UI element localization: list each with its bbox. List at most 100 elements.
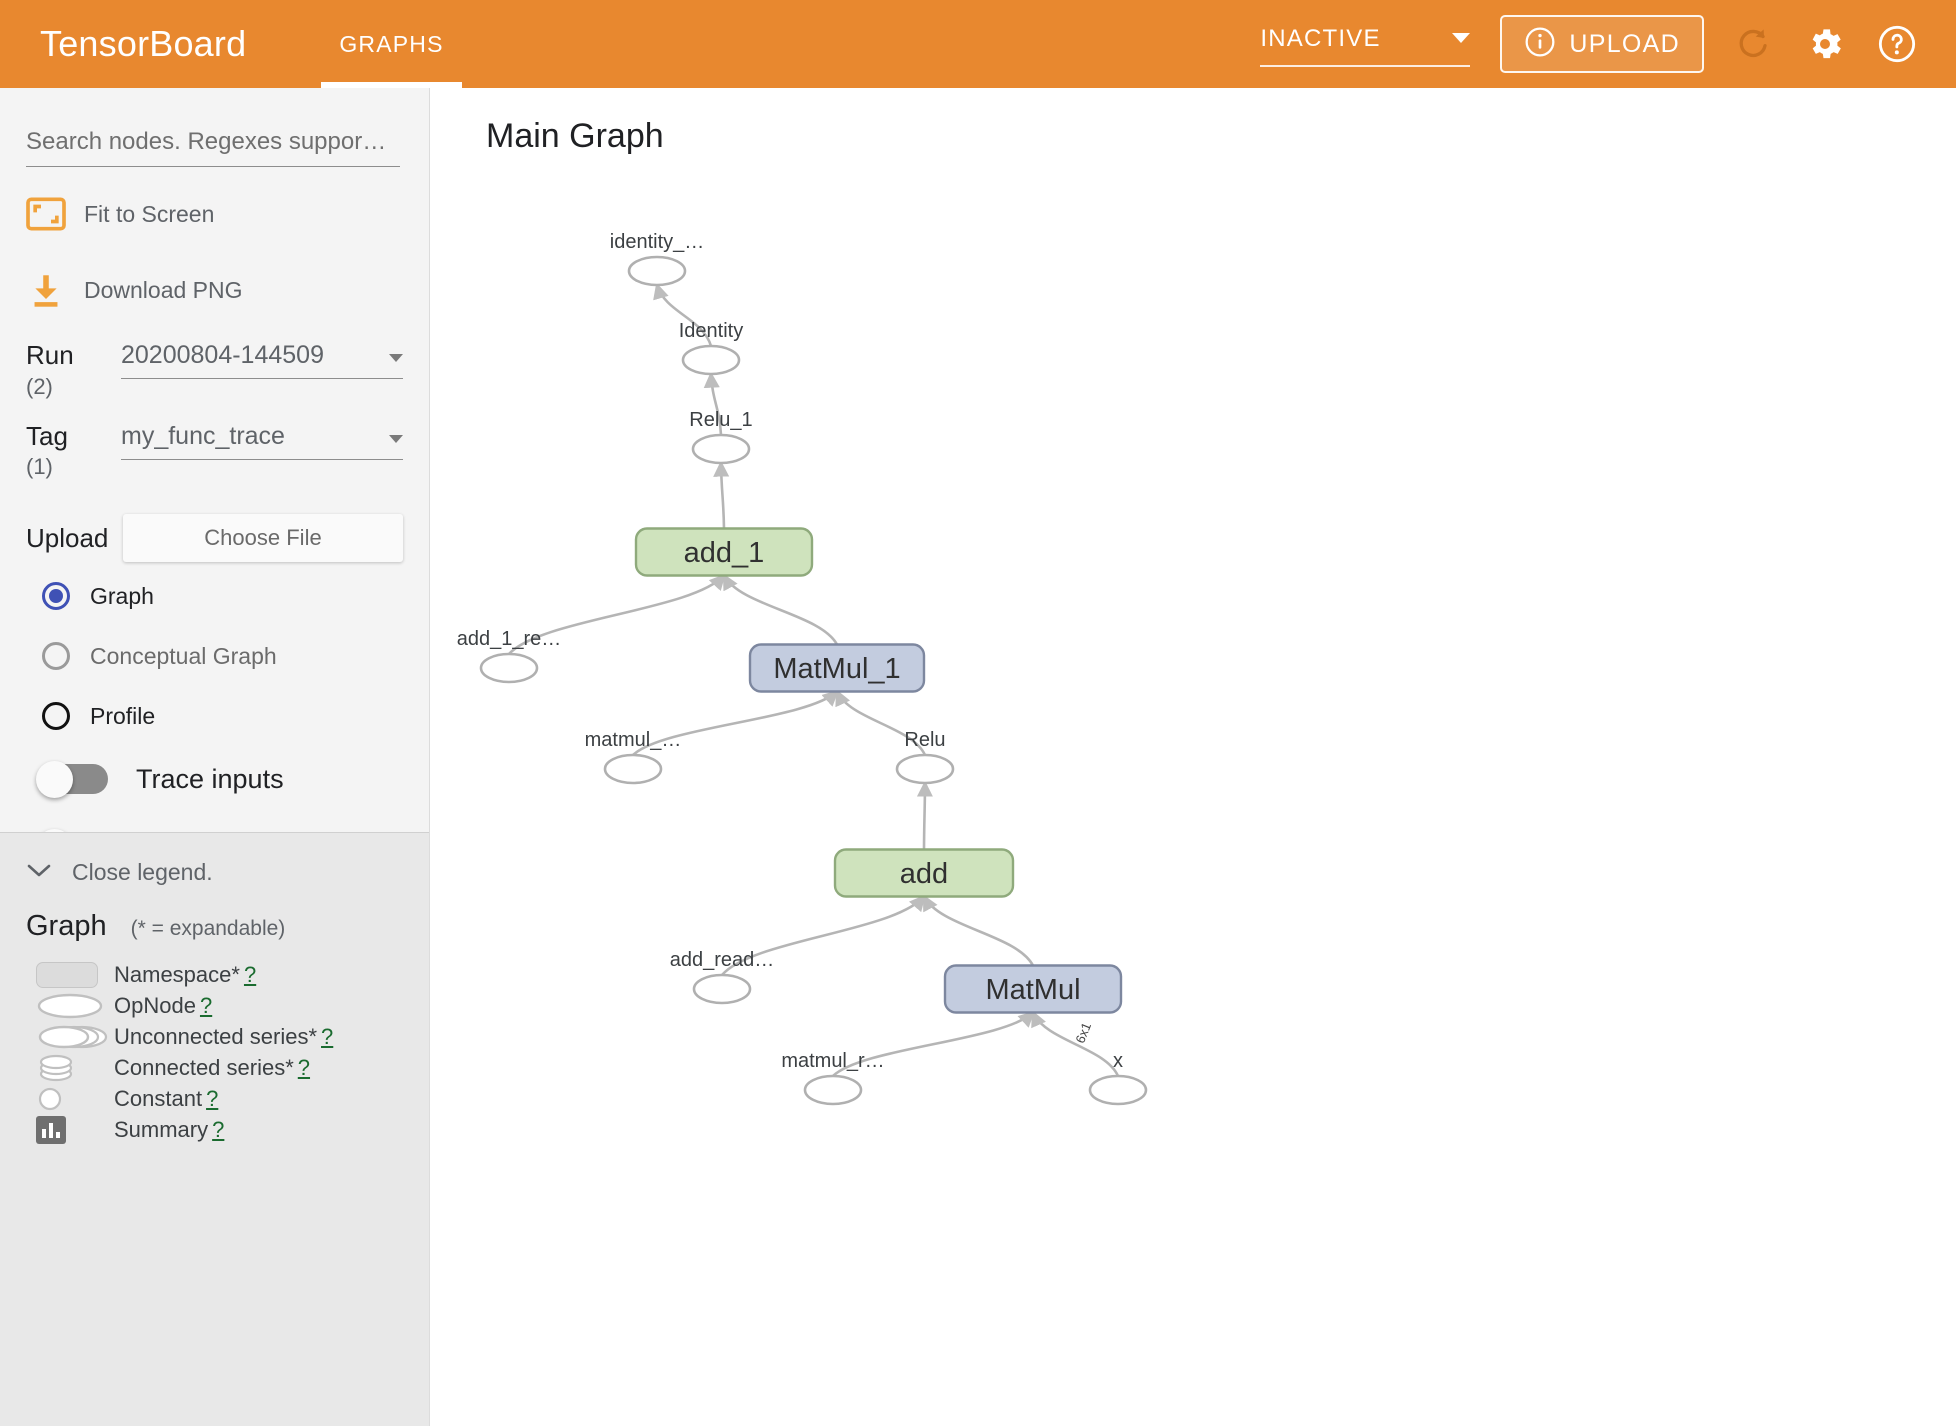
info-icon: [1524, 26, 1556, 63]
run-dropdown[interactable]: 20200804-144509: [121, 341, 403, 379]
close-legend-label: Close legend.: [72, 859, 213, 885]
radio-conceptual-graph[interactable]: Conceptual Graph: [26, 630, 403, 682]
graph-node-matmul_readvariableop[interactable]: matmul_r…: [781, 1050, 885, 1106]
radio-graph-indicator: [42, 582, 70, 611]
namespace-chip-icon: [748, 643, 926, 693]
tab-bar: GRAPHS: [321, 0, 463, 88]
graph-node-Relu[interactable]: Relu: [895, 729, 955, 785]
legend-item-opnode-help[interactable]: ?: [199, 992, 213, 1018]
tag-count: (1): [26, 454, 53, 480]
graph-edge: [653, 282, 713, 347]
sidebar-controls: Fit to Screen Download PNG Run (2) 20200…: [0, 88, 429, 946]
app-title: TensorBoard: [40, 23, 247, 64]
tab-graphs-label: GRAPHS: [339, 30, 444, 57]
upload-button-label: UPLOAD: [1569, 29, 1680, 58]
graph-node-x[interactable]: x: [1088, 1050, 1148, 1106]
tag-value: my_func_trace: [121, 421, 285, 450]
radio-graph[interactable]: Graph: [26, 570, 403, 622]
chevron-down-icon: [1452, 33, 1471, 43]
upload-row: Upload Choose File: [26, 514, 403, 563]
graph-node-add_1_readvariableop[interactable]: add_1_re…: [457, 628, 562, 684]
fit-to-screen-icon: [26, 197, 84, 231]
app-header-actions: INACTIVE UPLOAD: [1260, 15, 1956, 73]
run-label: Run: [26, 340, 74, 370]
legend-item-unconnected-series: Unconnected series* ?: [26, 1021, 403, 1052]
graph-node-Identity[interactable]: Identity: [679, 320, 743, 376]
legend-item-opnode-label: OpNode: [114, 992, 196, 1018]
legend-items: Namespace* ? OpNode ?: [26, 959, 403, 1145]
radio-profile[interactable]: Profile: [26, 690, 403, 742]
opnode-ellipse-icon: [681, 344, 741, 376]
chevron-down-icon: [26, 862, 52, 883]
legend-item-namespace: Namespace* ?: [26, 959, 403, 990]
graph-node-add_1[interactable]: add_1: [634, 527, 814, 577]
radio-profile-label: Profile: [90, 702, 156, 729]
graph-edge: [721, 894, 926, 976]
graph-node-MatMul_1[interactable]: MatMul_1: [748, 643, 926, 693]
opnode-ellipse-icon: [627, 255, 687, 287]
legend-item-namespace-label: Namespace*: [114, 961, 240, 987]
sidebar-divider: [0, 832, 429, 833]
toggle-trace-inputs-label: Trace inputs: [136, 763, 284, 794]
graph-edge: [722, 573, 839, 646]
tag-dropdown[interactable]: my_func_trace: [121, 422, 403, 460]
chevron-down-icon: [389, 434, 403, 443]
fit-to-screen-button[interactable]: Fit to Screen: [26, 185, 403, 243]
legend-item-constant: Constant ?: [26, 1083, 403, 1114]
legend-item-summary-help[interactable]: ?: [212, 1116, 225, 1142]
graph-edge: [1031, 1010, 1120, 1077]
choose-file-label: Choose File: [204, 525, 322, 551]
graph-node-label: Relu: [904, 729, 945, 751]
tab-graphs[interactable]: GRAPHS: [321, 0, 463, 88]
graph-node-add[interactable]: add: [833, 848, 1015, 898]
legend-note: (* = expandable): [130, 917, 286, 940]
namespace-chip-icon: [943, 964, 1123, 1014]
legend-item-connected-series: Connected series* ?: [26, 1052, 403, 1083]
graph-node-label: add_1_re…: [457, 628, 562, 650]
chevron-down-icon: [389, 354, 403, 362]
upload-button[interactable]: UPLOAD: [1500, 15, 1704, 73]
legend-item-connected-series-help[interactable]: ?: [297, 1054, 311, 1080]
namespace-chip-icon: [833, 848, 1015, 898]
download-png-button[interactable]: Download PNG: [26, 261, 403, 319]
legend-item-unconnected-series-help[interactable]: ?: [321, 1023, 334, 1049]
graph-node-label: MatMul: [985, 974, 1080, 1006]
graph-node-Relu_1[interactable]: Relu_1: [689, 409, 753, 465]
help-icon[interactable]: [1874, 21, 1920, 67]
legend-item-unconnected-series-label: Unconnected series*: [114, 1023, 318, 1049]
close-legend-button[interactable]: Close legend.: [26, 859, 403, 886]
graph-node-identity_out[interactable]: identity_…: [610, 231, 705, 287]
namespace-chip-icon: [634, 527, 814, 577]
graph-node-matmul_1_readvariableop[interactable]: matmul_…: [585, 729, 682, 785]
graph-node-MatMul[interactable]: MatMul: [943, 964, 1123, 1014]
toggle-trace-inputs[interactable]: Trace inputs: [26, 748, 403, 810]
unconnected-series-icon: [26, 1022, 114, 1052]
legend-item-namespace-help[interactable]: ?: [243, 961, 257, 987]
sidebar: Fit to Screen Download PNG Run (2) 20200…: [0, 88, 430, 1426]
legend-item-constant-help[interactable]: ?: [206, 1085, 219, 1111]
graph-node-label: add_1: [684, 537, 765, 569]
radio-conceptual-graph-label: Conceptual Graph: [90, 642, 277, 669]
legend-item-connected-series-label: Connected series*: [114, 1054, 294, 1080]
graph-edges: 6x1: [508, 282, 1120, 1077]
download-icon: [26, 272, 84, 308]
graph-node-label: Identity: [679, 320, 743, 342]
graph-node-add_readvariableop[interactable]: add_read…: [670, 949, 775, 1005]
namespace-chip-icon: [26, 961, 114, 988]
choose-file-button[interactable]: Choose File: [123, 514, 403, 563]
refresh-icon[interactable]: [1730, 21, 1776, 67]
legend-item-summary: Summary ?: [26, 1114, 403, 1145]
tag-selector-row: Tag (1) my_func_trace: [26, 421, 403, 481]
search-input[interactable]: [26, 124, 400, 167]
summary-icon: [26, 1115, 114, 1144]
run-state-dropdown[interactable]: INACTIVE: [1260, 21, 1471, 67]
legend-header: Graph (* = expandable): [26, 910, 403, 943]
graph-node-label: add: [900, 858, 948, 890]
legend-title: Graph: [26, 910, 107, 942]
tag-label-group: Tag (1): [26, 421, 121, 481]
page-title: Main Graph: [486, 117, 664, 155]
graph-node-label: Relu_1: [689, 409, 752, 431]
gear-icon[interactable]: [1802, 21, 1848, 67]
